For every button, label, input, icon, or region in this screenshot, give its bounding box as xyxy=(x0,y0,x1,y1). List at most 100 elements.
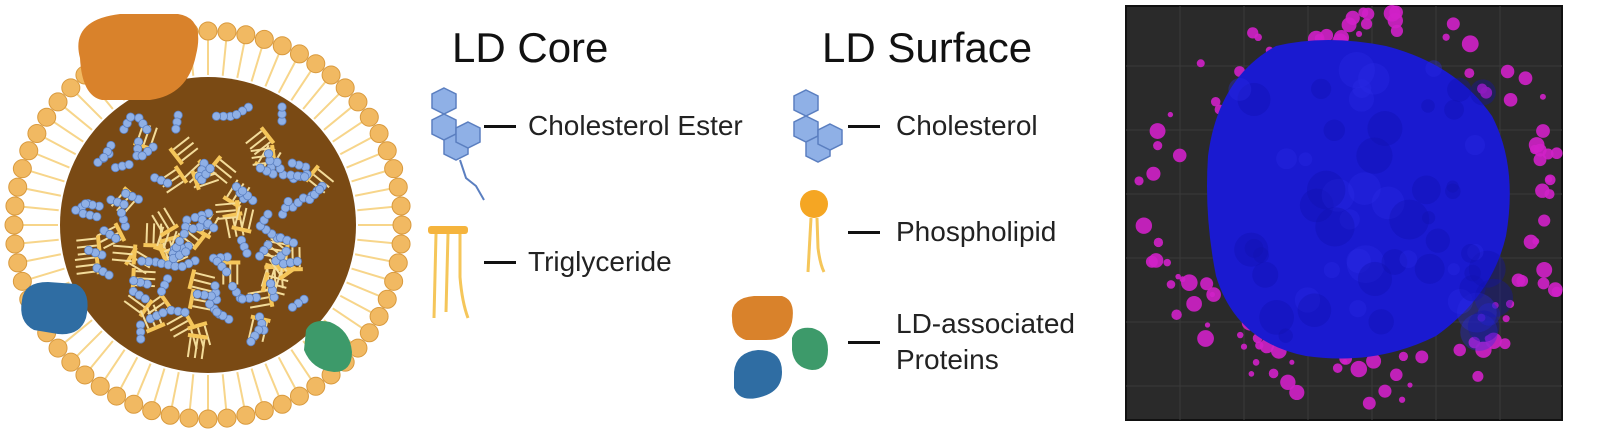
lipid-droplet xyxy=(1268,368,1279,379)
triglyceride-tail xyxy=(219,159,237,174)
nucleus-texture-blob xyxy=(1447,77,1472,102)
lipid-droplet xyxy=(1499,338,1511,350)
triglyceride-tail xyxy=(215,209,236,214)
nucleus-texture-blob xyxy=(1464,264,1481,282)
nucleus-texture-blob xyxy=(1389,199,1430,240)
triglyceride-tail xyxy=(169,320,189,332)
triglyceride-tail xyxy=(200,339,206,360)
cholesterol-ester-molecule xyxy=(158,308,168,318)
triglyceride-head xyxy=(187,321,208,331)
nucleus-texture-blob xyxy=(1323,261,1340,279)
triglyceride-tail xyxy=(240,207,248,228)
lipid-droplet xyxy=(1171,309,1182,320)
triglyceride-tail xyxy=(234,206,241,227)
lipid-droplet xyxy=(1378,384,1392,398)
lipid-droplet xyxy=(1362,396,1376,410)
phospholipid-head xyxy=(272,394,292,414)
cholesterol-ester-molecule xyxy=(227,281,238,291)
phospholipid-head xyxy=(335,78,355,98)
triglyceride-tail xyxy=(75,263,96,268)
nucleus-texture-blob xyxy=(1368,309,1394,335)
cholesterol-ester-connector xyxy=(484,125,516,128)
lipid-droplet xyxy=(1544,174,1556,186)
triglyceride-tail xyxy=(157,210,170,230)
nucleus-texture-blob xyxy=(1352,79,1372,99)
triglyceride-tail xyxy=(128,262,147,275)
triglyceride-tail xyxy=(225,218,231,239)
phospholipid-head xyxy=(236,25,256,45)
lipid-droplet xyxy=(1503,93,1518,107)
triglyceride-tail xyxy=(210,169,228,185)
triglyceride-tail xyxy=(268,274,289,283)
phospholipid-head xyxy=(391,196,411,216)
nucleus-texture-blob xyxy=(1298,152,1313,167)
nucleus-texture-blob xyxy=(1477,303,1501,326)
cholesterol-ester-molecule xyxy=(283,196,293,207)
phospholipid-head xyxy=(107,386,127,406)
nucleus-texture-blob xyxy=(1371,186,1405,220)
triglyceride-head xyxy=(192,232,208,251)
triglyceride-head xyxy=(187,332,209,340)
triglyceride-molecule xyxy=(186,332,209,360)
nucleus-texture-blob xyxy=(1321,178,1355,212)
cholesterol-ester-molecule xyxy=(142,124,152,135)
nucleus-texture-blob xyxy=(1357,261,1393,297)
cholesterol-ester-molecule xyxy=(136,334,146,344)
nucleus-texture-blob xyxy=(1348,172,1381,205)
cholesterol-ester-molecule xyxy=(137,256,147,266)
cholesterol-ester-molecule xyxy=(287,158,297,168)
nucleus-texture-blob xyxy=(1399,250,1418,269)
phospholipid-head xyxy=(359,323,379,343)
triglyceride-tail xyxy=(249,135,267,150)
lipid-droplet xyxy=(1350,360,1368,378)
phospholipid-head xyxy=(388,253,408,273)
ld-core-heading: LD Core xyxy=(452,24,609,71)
cholesterol-ester-molecule xyxy=(237,186,248,196)
phospholipid-head xyxy=(217,22,237,42)
cholesterol-label: Cholesterol xyxy=(896,110,1038,141)
triglyceride-tail xyxy=(253,141,271,156)
triglyceride-head xyxy=(168,147,184,166)
nucleus-texture-blob xyxy=(1339,209,1360,230)
phospholipid-head xyxy=(48,338,68,358)
nucleus-texture-blob xyxy=(1468,250,1506,288)
phospholipid-head xyxy=(384,271,404,291)
cholesterol-ester-molecule xyxy=(71,205,81,215)
cholesterol-ester-molecule xyxy=(288,238,299,248)
cholesterol-ester-molecule xyxy=(125,112,136,122)
phospholipid-head xyxy=(289,386,309,406)
triglyceride-molecule xyxy=(187,269,216,293)
phospholipid-head xyxy=(384,159,404,179)
nucleus-texture-blob xyxy=(1253,247,1269,264)
phospholipid-head xyxy=(289,44,309,64)
phospholipid-head xyxy=(391,234,411,254)
cholesterol-ester-molecule xyxy=(163,178,173,188)
phospholipid-connector xyxy=(848,231,880,234)
nucleus-texture-blob xyxy=(1259,300,1294,335)
cholesterol-icon xyxy=(793,89,843,163)
cholesterol-ester-molecule xyxy=(266,279,276,289)
phospholipid-head xyxy=(4,215,24,235)
cholesterol-ester-molecule xyxy=(137,151,147,161)
lipid-droplet xyxy=(1477,83,1488,94)
lipid-droplet xyxy=(1532,237,1540,245)
phospholipid-head xyxy=(124,394,144,414)
lipid-droplet xyxy=(1398,396,1406,403)
triglyceride-head xyxy=(278,265,298,281)
phospholipid-head xyxy=(236,405,256,425)
lipid-droplet xyxy=(1204,322,1211,328)
triglyceride-tail xyxy=(199,178,220,188)
triglyceride-molecule xyxy=(168,136,199,166)
triglyceride-tail xyxy=(193,278,214,286)
nucleus-texture-blob xyxy=(1459,275,1486,302)
cholesterol-ester-molecule xyxy=(192,289,202,299)
phospholipid-head xyxy=(8,177,28,197)
lipid-droplet xyxy=(1145,255,1158,268)
cholesterol-ester-molecule xyxy=(237,294,247,304)
proteins-label-line2: Proteins xyxy=(896,344,999,375)
lipid-droplet xyxy=(1461,35,1479,53)
triglyceride-head xyxy=(113,222,127,242)
cholesterol-ester-molecule xyxy=(263,209,273,219)
cholesterol-ester-molecule xyxy=(292,256,302,266)
phospholipid-head xyxy=(48,92,68,112)
